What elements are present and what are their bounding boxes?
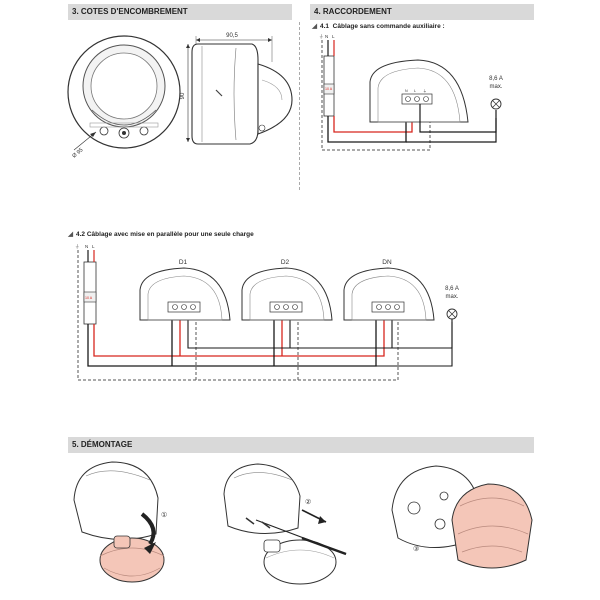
subsection-4-1-title: ◢4.1 Câblage sans commande auxiliaire :: [312, 22, 445, 30]
height-label: 90: [180, 92, 186, 99]
subsection-label: Câblage avec mise en parallèle pour une …: [86, 231, 254, 238]
device-dn: [343, 267, 435, 321]
supply-label-l: L: [332, 34, 335, 39]
dismantling-step-3: [391, 465, 533, 569]
terminal-label-l: L: [414, 89, 416, 93]
terminal-label-n: N: [405, 89, 408, 93]
step-label-2: ②: [305, 498, 311, 506]
step-label-3: ③: [413, 545, 419, 553]
supply-label-l: L: [92, 244, 95, 249]
device-d2: [241, 267, 333, 321]
column-divider: [299, 22, 300, 190]
load-label-b: max.: [445, 294, 458, 300]
subsection-number: 4.2: [76, 231, 86, 238]
section-title: 4. RACCORDEMENT: [314, 7, 392, 16]
load-label-a: 8,6 A: [445, 286, 459, 292]
diameter-label: Ø 95: [71, 147, 84, 159]
triangle-icon: ◢: [312, 23, 317, 30]
section-title: 3. COTES D'ENCOMBREMENT: [72, 7, 188, 16]
load-label-b: max.: [489, 84, 502, 90]
wiring-diagram-4-2: [77, 250, 458, 381]
dismantling-step-1: [73, 461, 165, 583]
supply-label-earth: ⏚: [319, 33, 324, 39]
section-title: 5. DÉMONTAGE: [72, 440, 133, 449]
subsection-number: 4.1: [320, 23, 330, 30]
supply-label-n: N: [325, 34, 328, 39]
section-header-dismantling: 5. DÉMONTAGE: [68, 437, 534, 453]
device-label-dn: DN: [382, 259, 392, 266]
step-label-1: ①: [161, 511, 167, 519]
sensor-front-view: [67, 35, 181, 151]
supply-label-n: N: [85, 244, 88, 249]
subsection-label: Câblage sans commande auxiliaire :: [332, 23, 445, 30]
width-label: 90,5: [226, 33, 238, 39]
load-label-a: 8,6 A: [489, 76, 503, 82]
subsection-4-2-title: ◢4.2 Câblage avec mise en parallèle pour…: [68, 230, 254, 238]
sensor-side-view: [186, 36, 293, 145]
triangle-icon: ◢: [68, 231, 73, 238]
supply-label-earth: ⏚: [75, 243, 80, 249]
wiring-diagram-4-1: [321, 40, 502, 151]
breaker-label: 10 A: [325, 87, 333, 91]
breaker-label: 10 A: [85, 296, 93, 300]
section-header-connection: 4. RACCORDEMENT: [310, 4, 534, 20]
device-d1: [139, 267, 231, 321]
device-label-d1: D1: [179, 259, 188, 266]
device-label-d2: D2: [281, 259, 290, 266]
dismantling-step-2: [223, 463, 347, 585]
section-header-dimensions: 3. COTES D'ENCOMBREMENT: [68, 4, 292, 20]
terminal-label-earth: ⏚: [423, 88, 427, 93]
